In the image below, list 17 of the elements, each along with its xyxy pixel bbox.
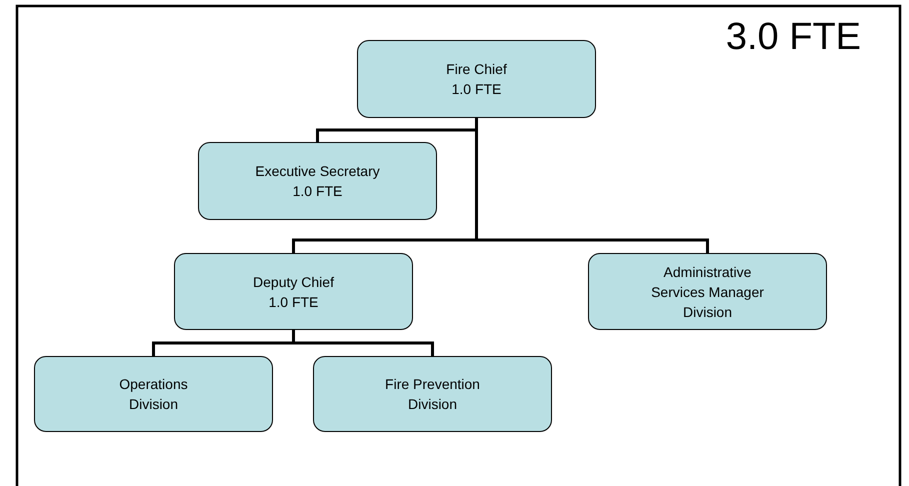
- org-box: [313, 356, 552, 432]
- connector-line: [292, 330, 434, 356]
- org-box: [588, 253, 827, 330]
- box-text: Operations Division: [118, 375, 189, 414]
- total-label: 3.0 FTE: [726, 16, 861, 59]
- box-text: Deputy Chief: [253, 272, 334, 292]
- box-text: 1.0 FTE: [268, 292, 318, 312]
- box-text: Fire Chief: [446, 60, 507, 79]
- box-text: 1.0 FTE: [452, 80, 502, 99]
- box-text: 1.0 FTE: [292, 182, 342, 201]
- org-box: [198, 142, 437, 220]
- box-text: Administrative Services Manager Division: [650, 262, 765, 322]
- org-box: [357, 40, 596, 118]
- org-box: [34, 356, 273, 432]
- box-text: Fire Prevention Division: [384, 375, 481, 414]
- org-box: [174, 253, 413, 330]
- box-text: Executive Secretary: [255, 162, 380, 181]
